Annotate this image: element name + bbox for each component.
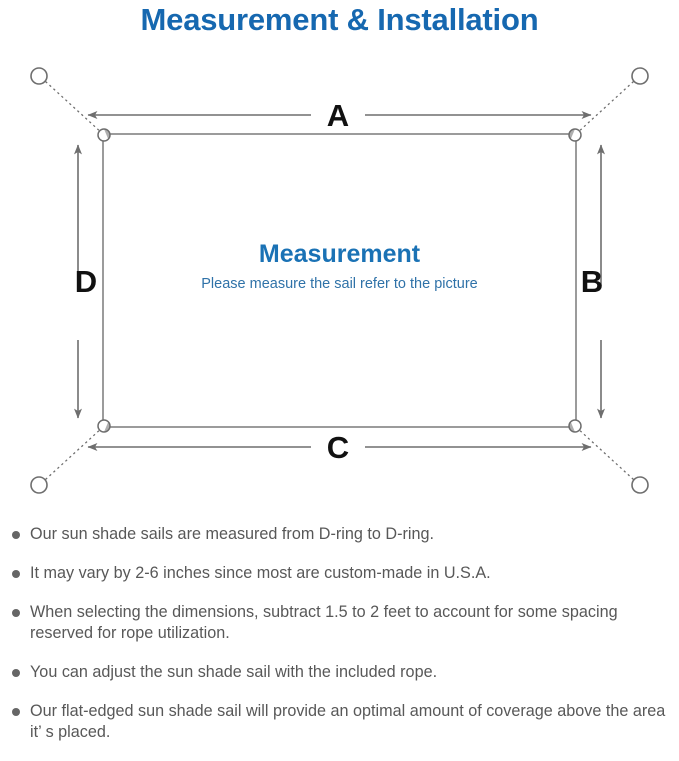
d-ring-bottom-left (97, 419, 111, 433)
d-ring-bottom-right (568, 419, 582, 433)
list-item-text: Our flat-edged sun shade sail will provi… (30, 702, 666, 741)
anchor-ring-bottom-left (30, 476, 48, 494)
bullet-icon (12, 609, 20, 617)
bullet-icon (12, 531, 20, 539)
list-item: Our sun shade sails are measured from D-… (0, 524, 679, 545)
bullet-icon (12, 669, 20, 677)
dimension-label-a: A (327, 98, 349, 133)
sail-body (102, 133, 577, 428)
list-item: It may vary by 2-6 inches since most are… (0, 563, 679, 584)
notes-list: Our sun shade sails are measured from D-… (0, 524, 679, 761)
list-item: When selecting the dimensions, subtract … (0, 602, 679, 644)
bullet-icon (12, 570, 20, 578)
rope-bottom-right (575, 426, 634, 480)
page-title: Measurement & Installation (140, 2, 539, 37)
list-item-text: Our sun shade sails are measured from D-… (30, 525, 434, 543)
dimension-label-c: C (327, 430, 349, 465)
list-item-text: You can adjust the sun shade sail with t… (30, 663, 438, 681)
sail-diagram-svg: A B C D (30, 67, 649, 494)
list-item-text: It may vary by 2-6 inches since most are… (30, 564, 491, 582)
bullet-icon (12, 708, 20, 716)
dimension-label-b: B (581, 264, 603, 299)
rope-top-left (45, 81, 104, 135)
measurement-installation-page: Measurement & Installation (0, 2, 679, 741)
d-ring-top-left (97, 128, 111, 142)
list-item: You can adjust the sun shade sail with t… (0, 662, 679, 683)
dimension-label-d: D (75, 264, 97, 299)
anchor-ring-top-right (631, 67, 649, 85)
d-ring-top-right (568, 128, 582, 142)
rope-bottom-left (45, 426, 104, 480)
rope-top-right (575, 81, 634, 135)
sail-diagram: A B C D (0, 48, 679, 518)
anchor-ring-bottom-right (631, 476, 649, 494)
list-item: Our flat-edged sun shade sail will provi… (0, 701, 679, 743)
list-item-text: When selecting the dimensions, subtract … (30, 603, 618, 642)
anchor-ring-top-left (30, 67, 48, 85)
rope-lines (45, 81, 634, 480)
